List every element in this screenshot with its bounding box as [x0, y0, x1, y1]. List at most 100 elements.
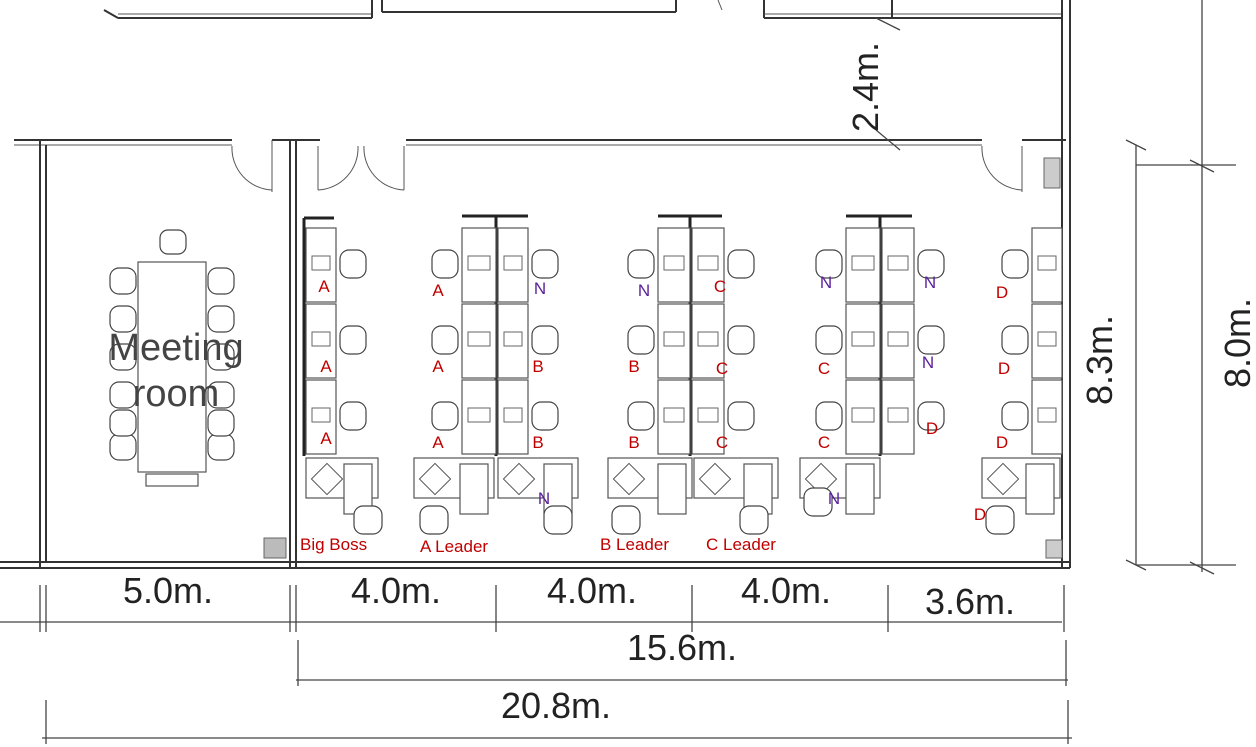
seat-label: D — [996, 283, 1008, 302]
chair-icon — [739, 505, 769, 535]
chair-icon — [1001, 325, 1029, 355]
chair-icon — [543, 505, 573, 535]
leader-desks — [305, 457, 1061, 535]
chair-icon — [109, 381, 137, 409]
chair-icon — [917, 249, 945, 279]
seat-label: C — [818, 359, 830, 378]
chair-icon — [917, 401, 945, 431]
seat-label: D — [996, 433, 1008, 452]
computer-icon — [311, 331, 331, 347]
computer-icon — [887, 407, 909, 423]
seat-label: A — [320, 357, 332, 376]
chair-icon — [207, 409, 235, 437]
chair-icon — [419, 505, 449, 535]
seat-label: N — [924, 273, 936, 292]
computer-icon — [612, 462, 646, 496]
dim-office-height-outer: 8.0m. — [1217, 298, 1256, 388]
computer-icon — [697, 331, 719, 347]
chair-icon — [353, 505, 383, 535]
computer-icon — [503, 331, 523, 347]
chair-icon — [207, 305, 235, 333]
computer-icon — [503, 255, 523, 271]
chair-icon — [815, 249, 843, 279]
computer-icon — [311, 407, 331, 423]
computer-icon — [887, 255, 909, 271]
seat-label: B — [532, 433, 543, 452]
chair-icon — [727, 249, 755, 279]
seat-label: A — [320, 429, 332, 448]
chair-icon — [815, 401, 843, 431]
dim-meeting-width: 5.0m. — [123, 570, 213, 611]
seat-label: N — [638, 281, 650, 300]
computer-icon — [851, 407, 875, 423]
dim-bay3-width: 4.0m. — [741, 570, 831, 611]
computer-icon — [697, 407, 719, 423]
dim-total-width: 20.8m. — [501, 685, 611, 726]
b-leader-label: B Leader — [600, 535, 669, 554]
computer-icon — [804, 462, 838, 496]
computer-icon — [310, 462, 344, 496]
seat-label: C — [716, 433, 728, 452]
chair-icon — [109, 305, 137, 333]
seat-label: D — [974, 505, 986, 524]
computer-icon — [418, 462, 452, 496]
computer-icon — [503, 407, 523, 423]
computer-icon — [502, 462, 536, 496]
chair-icon — [207, 343, 235, 371]
computer-icon — [986, 462, 1020, 496]
seat-label: N — [534, 279, 546, 298]
dim-office-height-inner: 8.3m. — [1079, 315, 1120, 405]
computer-icon — [663, 331, 685, 347]
computer-icon — [887, 331, 909, 347]
meeting-room-walls — [0, 139, 1070, 569]
chair-icon — [1001, 249, 1029, 279]
dim-bay4-width: 3.6m. — [925, 581, 1015, 622]
chair-icon — [339, 325, 367, 355]
computer-icon — [467, 255, 491, 271]
computer-icon — [1037, 407, 1057, 423]
desk — [691, 303, 725, 379]
computer-icon — [1037, 255, 1057, 271]
seat-label: A — [432, 281, 444, 300]
meeting-chairs — [109, 267, 235, 461]
chair-icon — [727, 325, 755, 355]
a-leader-label: A Leader — [420, 537, 488, 556]
dim-bay1-width: 4.0m. — [351, 570, 441, 611]
computer-icon — [1037, 331, 1057, 347]
computer-icon — [663, 255, 685, 271]
dim-bay2-width: 4.0m. — [547, 570, 637, 611]
chair-icon — [627, 249, 655, 279]
meeting-room-label: Meeting — [108, 327, 243, 369]
leader-desk-return — [1025, 463, 1055, 515]
seat-label: C — [818, 433, 830, 452]
dim-office-width: 15.6m. — [627, 627, 737, 668]
chair-icon — [627, 401, 655, 431]
chair-icon — [339, 249, 367, 279]
desk — [1031, 303, 1063, 379]
seat-label: N — [538, 489, 550, 508]
meeting-table — [137, 229, 207, 487]
desk — [657, 379, 691, 455]
seat-label: D — [998, 359, 1010, 378]
chair-icon — [109, 267, 137, 295]
computer-icon — [467, 331, 491, 347]
chair-icon — [985, 505, 1015, 535]
dim-top-corridor: 2.4m. — [845, 42, 886, 132]
seat-label: A — [318, 277, 330, 296]
desk — [497, 227, 529, 303]
seat-label: N — [922, 353, 934, 372]
chair-icon — [207, 381, 235, 409]
chair-icon — [109, 343, 137, 371]
leader-desk-return — [845, 463, 875, 515]
chair-icon — [431, 249, 459, 279]
computer-icon — [851, 331, 875, 347]
chair-icon — [611, 505, 641, 535]
c-leader-label: C Leader — [706, 535, 776, 554]
computer-icon — [311, 255, 331, 271]
workstations — [302, 214, 1063, 456]
leader-desk-return — [657, 463, 687, 515]
meeting-room-label-2: room — [133, 373, 220, 415]
chair-icon — [815, 325, 843, 355]
computer-icon — [697, 255, 719, 271]
